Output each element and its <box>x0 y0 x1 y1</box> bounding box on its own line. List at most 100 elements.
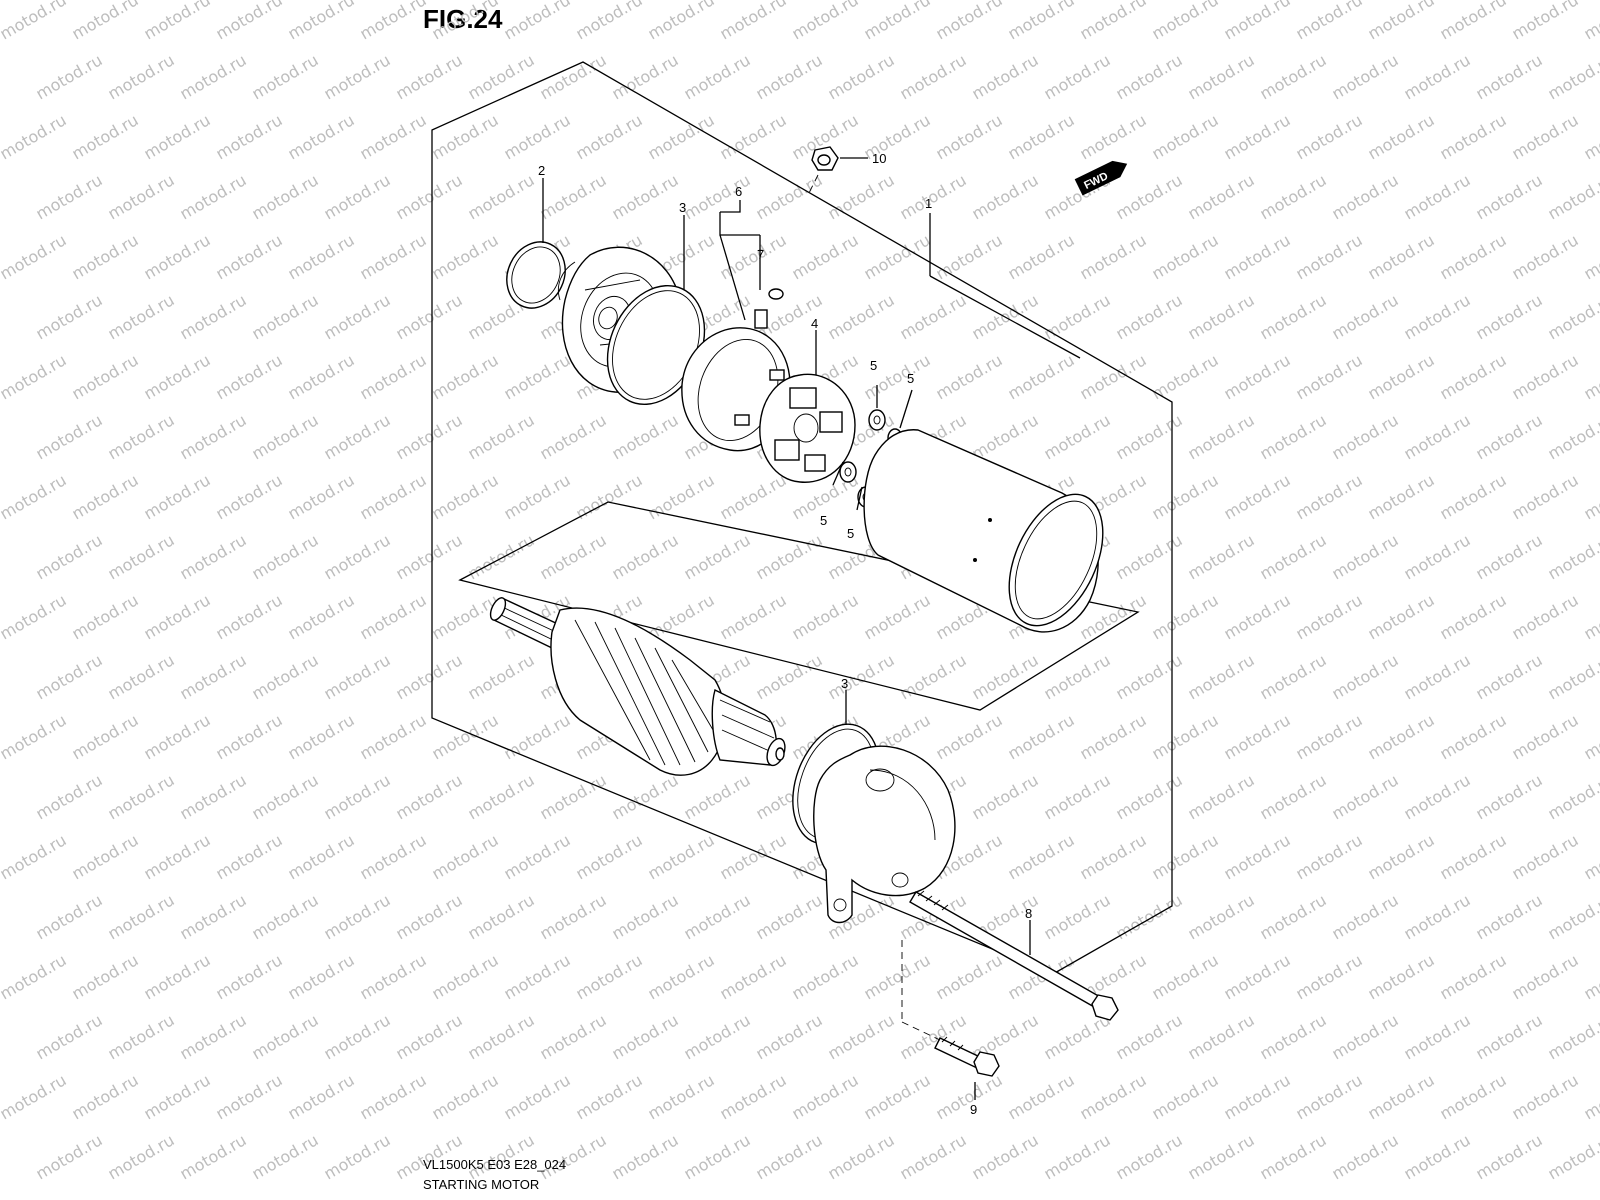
watermark-text: motod.ru <box>393 1010 466 1063</box>
watermark-text: motod.ru <box>969 410 1042 463</box>
watermark-text: motod.ru <box>897 170 970 223</box>
watermark-text: motod.ru <box>1581 470 1600 523</box>
watermark-text: motod.ru <box>141 830 214 883</box>
watermark-text: motod.ru <box>501 0 574 43</box>
callout-8: 8 <box>1025 906 1032 921</box>
watermark-text: motod.ru <box>105 1130 178 1183</box>
watermark-text: motod.ru <box>1581 1070 1600 1123</box>
watermark-text: motod.ru <box>33 1130 106 1183</box>
watermark-text: motod.ru <box>105 410 178 463</box>
watermark-text: motod.ru <box>1509 830 1582 883</box>
watermark-text: motod.ru <box>717 470 790 523</box>
watermark-text: motod.ru <box>285 350 358 403</box>
watermark-text: motod.ru <box>1113 1010 1186 1063</box>
watermark-text: motod.ru <box>1113 650 1186 703</box>
watermark-text: motod.ru <box>1509 0 1582 43</box>
watermark-text: motod.ru <box>0 470 70 523</box>
watermark-text: motod.ru <box>1365 830 1438 883</box>
watermark-text: motod.ru <box>1041 50 1114 103</box>
watermark-text: motod.ru <box>573 1070 646 1123</box>
callout-4: 4 <box>811 316 818 331</box>
watermark-text: motod.ru <box>249 290 322 343</box>
watermark-text: motod.ru <box>1113 890 1186 943</box>
watermark-text: motod.ru <box>1293 230 1366 283</box>
watermark-text: motod.ru <box>1221 110 1294 163</box>
callout-3-upper: 3 <box>679 200 686 215</box>
watermark-text: motod.ru <box>213 950 286 1003</box>
watermark-text: motod.ru <box>501 1070 574 1123</box>
watermark-text: motod.ru <box>213 710 286 763</box>
watermark-text: motod.ru <box>141 710 214 763</box>
watermark-text: motod.ru <box>573 830 646 883</box>
watermark-text: motod.ru <box>1329 50 1402 103</box>
watermark-text: motod.ru <box>177 770 250 823</box>
watermark-text: motod.ru <box>933 0 1006 43</box>
watermark-text: motod.ru <box>213 230 286 283</box>
watermark-text: motod.ru <box>357 110 430 163</box>
watermark-text: motod.ru <box>933 230 1006 283</box>
watermark-text: motod.ru <box>177 50 250 103</box>
watermark-text: motod.ru <box>1293 350 1366 403</box>
watermark-text: motod.ru <box>1581 0 1600 43</box>
watermark-text: motod.ru <box>1005 710 1078 763</box>
watermark-text: motod.ru <box>789 950 862 1003</box>
watermark-text: motod.ru <box>1437 470 1510 523</box>
watermark-text: motod.ru <box>393 290 466 343</box>
watermark-text: motod.ru <box>501 470 574 523</box>
watermark-text: motod.ru <box>897 290 970 343</box>
watermark-text: motod.ru <box>69 230 142 283</box>
figure-caption: STARTING MOTOR <box>423 1177 540 1192</box>
watermark-text: motod.ru <box>1221 230 1294 283</box>
watermark-text: motod.ru <box>1509 110 1582 163</box>
watermark-text: motod.ru <box>1365 350 1438 403</box>
watermark-text: motod.ru <box>1473 170 1546 223</box>
watermark-text: motod.ru <box>1005 110 1078 163</box>
watermark-text: motod.ru <box>1509 710 1582 763</box>
watermark-text: motod.ru <box>105 170 178 223</box>
watermark-text: motod.ru <box>1581 350 1600 403</box>
watermark-text: motod.ru <box>357 950 430 1003</box>
watermark-text: motod.ru <box>69 350 142 403</box>
watermark-text: motod.ru <box>1509 350 1582 403</box>
callout-3-lower: 3 <box>841 676 848 691</box>
watermark-text: motod.ru <box>1113 50 1186 103</box>
watermark-text: motod.ru <box>537 890 610 943</box>
watermark-text: motod.ru <box>33 1010 106 1063</box>
watermark-text: motod.ru <box>1149 590 1222 643</box>
watermark-text: motod.ru <box>249 1130 322 1183</box>
watermark-text: motod.ru <box>1257 50 1330 103</box>
watermark-text: motod.ru <box>465 770 538 823</box>
callout-10: 10 <box>872 151 886 166</box>
watermark-text: motod.ru <box>753 1130 826 1183</box>
watermark-text: motod.ru <box>753 1010 826 1063</box>
watermark-text: motod.ru <box>1545 410 1600 463</box>
watermark-text: motod.ru <box>357 590 430 643</box>
model-code: VL1500K5 E03 E28_024 <box>423 1157 567 1172</box>
armature-part <box>489 597 786 776</box>
watermark-text: motod.ru <box>1221 0 1294 43</box>
watermark-text: motod.ru <box>861 1070 934 1123</box>
watermark-text: motod.ru <box>1473 650 1546 703</box>
watermark-text: motod.ru <box>285 830 358 883</box>
watermark-text: motod.ru <box>1005 830 1078 883</box>
watermark-text: motod.ru <box>0 590 70 643</box>
watermark-text: motod.ru <box>1437 590 1510 643</box>
watermark-text: motod.ru <box>1509 230 1582 283</box>
watermark-text: motod.ru <box>537 770 610 823</box>
watermark-text: motod.ru <box>717 1070 790 1123</box>
watermark-text: motod.ru <box>1221 710 1294 763</box>
watermark-text: motod.ru <box>1329 1010 1402 1063</box>
watermark-text: motod.ru <box>609 170 682 223</box>
watermark-text: motod.ru <box>1185 290 1258 343</box>
watermark-text: motod.ru <box>177 890 250 943</box>
watermark-text: motod.ru <box>1221 590 1294 643</box>
watermark-text: motod.ru <box>789 230 862 283</box>
watermark-text: motod.ru <box>465 410 538 463</box>
watermark-text: motod.ru <box>105 890 178 943</box>
watermark-text: motod.ru <box>1365 950 1438 1003</box>
watermark-text: motod.ru <box>1005 1070 1078 1123</box>
watermark-text: motod.ru <box>969 650 1042 703</box>
watermark-text: motod.ru <box>141 230 214 283</box>
watermark-text: motod.ru <box>1401 170 1474 223</box>
